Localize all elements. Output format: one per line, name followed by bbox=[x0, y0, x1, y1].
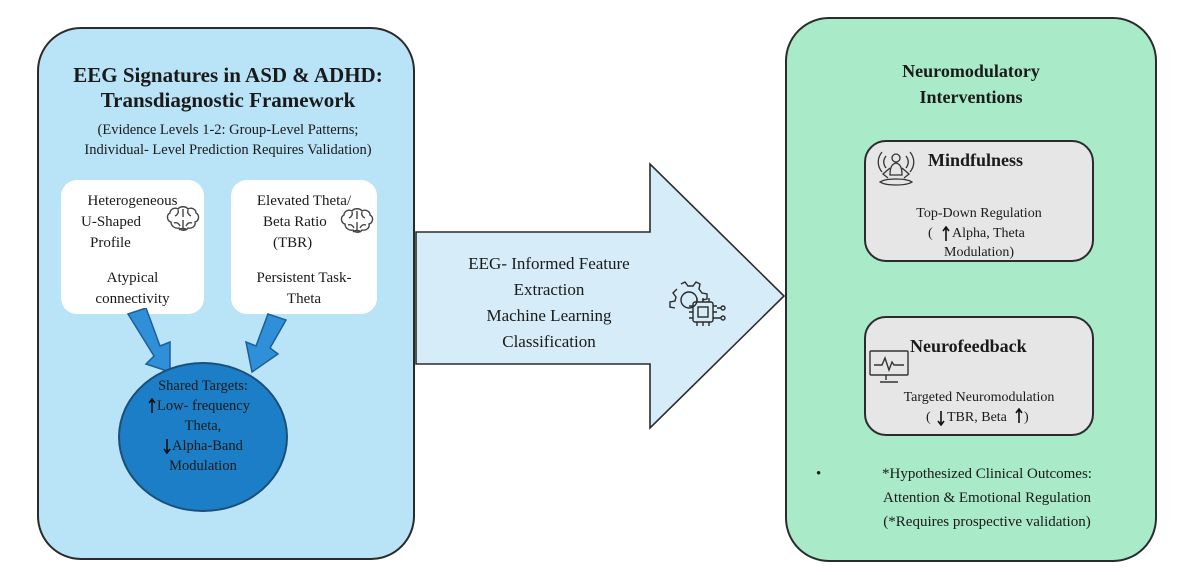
left-title: EEG Signatures in ASD & ADHD: Transdiagn… bbox=[39, 63, 417, 113]
outcomes-line1: *Hypothesized Clinical Outcomes: bbox=[882, 466, 1092, 482]
mindfulness-line1: Top-Down Regulation bbox=[916, 206, 1042, 221]
left-title-line1: EEG Signatures in ASD & ADHD: bbox=[73, 63, 383, 87]
outcomes-text: *Hypothesized Clinical Outcomes: Attenti… bbox=[834, 462, 1140, 534]
outcomes-line2: Attention & Emotional Regulation bbox=[883, 490, 1091, 506]
box1-line1: Heterogeneous bbox=[87, 193, 178, 209]
right-title: Neuromodulatory Interventions bbox=[785, 58, 1157, 110]
monitor-icon bbox=[869, 350, 909, 383]
mindfulness-title: Mindfulness bbox=[928, 150, 1024, 170]
down-arrow-icon bbox=[937, 411, 945, 426]
shared-line3: Theta, bbox=[184, 418, 222, 434]
box1-line2: U-Shaped bbox=[81, 214, 141, 230]
left-down-arrow-icon bbox=[126, 308, 171, 374]
neurofeedback-line1: Targeted Neuromodulation bbox=[903, 390, 1055, 405]
heterogeneous-profile-box: Heterogeneous U-Shaped Profile Atypical … bbox=[61, 180, 204, 314]
meditation-icon bbox=[877, 151, 915, 186]
box2-line3: (TBR) bbox=[273, 235, 313, 251]
gear-chip-icon bbox=[669, 281, 726, 326]
box2-line5: Theta bbox=[286, 291, 322, 307]
neurofeedback-title: Neurofeedback bbox=[910, 336, 1027, 356]
up-arrow-icon bbox=[148, 398, 156, 413]
shared-line4: Alpha-Band bbox=[172, 438, 243, 454]
process-text: EEG- Informed Feature Extraction Machine… bbox=[436, 251, 662, 355]
mindfulness-line3: Modulation) bbox=[944, 245, 1014, 260]
box2-line2: Beta Ratio bbox=[263, 214, 327, 230]
up-arrow-icon bbox=[1015, 408, 1023, 423]
brain-icon bbox=[166, 206, 200, 231]
box1-line4: Atypical bbox=[106, 270, 159, 286]
convergence-arrows bbox=[126, 308, 288, 374]
box1-line5: connectivity bbox=[95, 291, 170, 307]
neurofeedback-line2-open: ( bbox=[926, 410, 931, 425]
mindfulness-card: Mindfulness Top-Down Regulation ( Alpha,… bbox=[864, 140, 1094, 262]
right-panel bbox=[785, 17, 1157, 562]
down-arrow-icon bbox=[163, 439, 171, 454]
neurofeedback-line2: TBR, Beta bbox=[947, 410, 1007, 425]
right-title-line1: Neuromodulatory bbox=[902, 61, 1040, 81]
process-line3: Machine Learning bbox=[486, 306, 612, 325]
outcomes-line3: (*Requires prospective validation) bbox=[883, 514, 1091, 530]
shared-targets-ellipse: Shared Targets: Low- frequency Theta, Al… bbox=[118, 362, 288, 512]
shared-line5: Modulation bbox=[169, 458, 237, 474]
process-line2: Extraction bbox=[513, 280, 585, 299]
mindfulness-line2: Alpha, Theta bbox=[952, 226, 1025, 241]
process-line4: Classification bbox=[502, 332, 596, 351]
shared-line1: Shared Targets: bbox=[158, 378, 248, 394]
box2-line1: Elevated Theta/ bbox=[256, 193, 352, 209]
box1-line3: Profile bbox=[90, 235, 131, 251]
neurofeedback-line2-close: ) bbox=[1024, 410, 1029, 425]
outcome-bullet: • bbox=[816, 466, 822, 482]
process-arrow bbox=[415, 162, 786, 430]
brain-icon bbox=[340, 208, 374, 233]
shared-line2: Low- frequency bbox=[157, 398, 250, 414]
theta-beta-ratio-box: Elevated Theta/ Beta Ratio (TBR) Persist… bbox=[231, 180, 377, 314]
right-title-line2: Interventions bbox=[919, 87, 1023, 107]
mindfulness-line2-open: ( bbox=[928, 226, 933, 241]
neurofeedback-card: Neurofeedback Targeted Neuromodulation (… bbox=[864, 316, 1094, 436]
left-subtitle-line2: Individual- Level Prediction Requires Va… bbox=[84, 142, 372, 158]
up-arrow-icon bbox=[942, 226, 950, 241]
heterogeneous-text: Heterogeneous bbox=[61, 191, 204, 212]
left-subtitle-line1: (Evidence Levels 1-2: Group-Level Patter… bbox=[97, 122, 359, 138]
box2-line4: Persistent Task- bbox=[256, 270, 352, 286]
left-subtitle: (Evidence Levels 1-2: Group-Level Patter… bbox=[39, 120, 417, 160]
left-title-line2: Transdiagnostic Framework bbox=[100, 88, 356, 112]
right-down-arrow-icon bbox=[244, 313, 288, 374]
process-line1: EEG- Informed Feature bbox=[468, 254, 630, 273]
